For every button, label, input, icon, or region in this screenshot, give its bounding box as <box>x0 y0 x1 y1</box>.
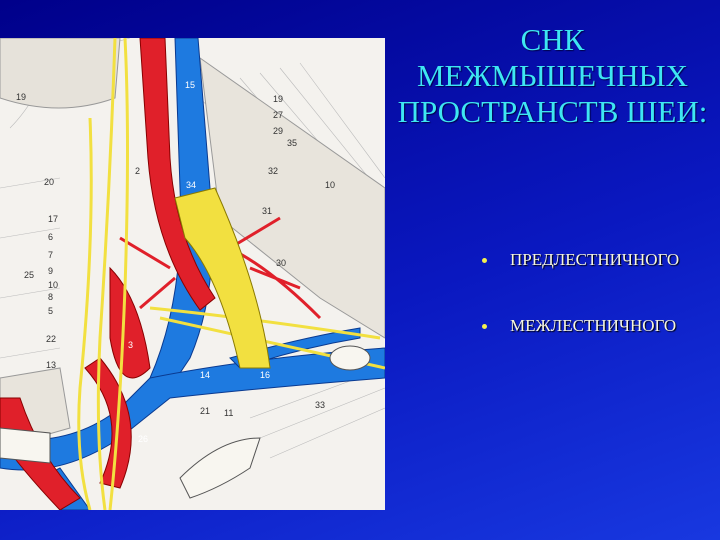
bullet-dot-icon <box>482 323 487 329</box>
label: 25 <box>24 270 34 280</box>
label: 13 <box>46 360 56 370</box>
bullet-text: ПРЕДЛЕСТНИЧНОГО <box>510 250 680 269</box>
label: 19 <box>273 94 283 104</box>
title-line: СНК <box>520 22 585 57</box>
label: 14 <box>200 370 210 380</box>
label: 15 <box>185 80 195 90</box>
title-line: ПРОСТРАНСТВ ШЕИ: <box>397 94 708 129</box>
label: 27 <box>273 110 283 120</box>
label: 33 <box>315 400 325 410</box>
label: 34 <box>186 180 196 190</box>
bullet-list: ПРЕДЛЕСТНИЧНОГО МЕЖЛЕСТНИЧНОГО <box>478 250 679 382</box>
bullet-item: ПРЕДЛЕСТНИЧНОГО <box>478 250 679 270</box>
label: 10 <box>325 180 335 190</box>
bullet-dot-icon <box>482 257 487 263</box>
label: 19 <box>16 92 26 102</box>
slide-title: СНК МЕЖМЫШЕЧНЫХ ПРОСТРАНСТВ ШЕИ: <box>385 22 720 130</box>
label: 35 <box>287 138 297 148</box>
bullet-item: МЕЖЛЕСТНИЧНОГО <box>478 316 679 336</box>
label: 32 <box>268 166 278 176</box>
label: 11 <box>224 408 233 418</box>
label: 29 <box>273 126 283 136</box>
label: 7 <box>48 250 53 260</box>
label: 16 <box>260 370 270 380</box>
label: 2 <box>135 166 140 176</box>
label: 31 <box>262 206 272 216</box>
anatomy-illustration: 19 15 19 27 29 35 32 10 20 2 34 31 17 6 … <box>0 38 385 510</box>
label: 22 <box>46 334 56 344</box>
bullet-text: МЕЖЛЕСТНИЧНОГО <box>510 316 677 335</box>
label: 21 <box>200 406 210 416</box>
label: 10 <box>48 280 58 290</box>
label: 30 <box>276 258 286 268</box>
label: 5 <box>48 306 53 316</box>
title-line: МЕЖМЫШЕЧНЫХ <box>416 58 689 93</box>
label: 6 <box>48 232 53 242</box>
label: 9 <box>48 266 53 276</box>
label: 8 <box>48 292 53 302</box>
label: 20 <box>44 177 54 187</box>
label: 3 <box>128 340 133 350</box>
label: 26 <box>138 434 148 444</box>
label: 17 <box>48 214 58 224</box>
